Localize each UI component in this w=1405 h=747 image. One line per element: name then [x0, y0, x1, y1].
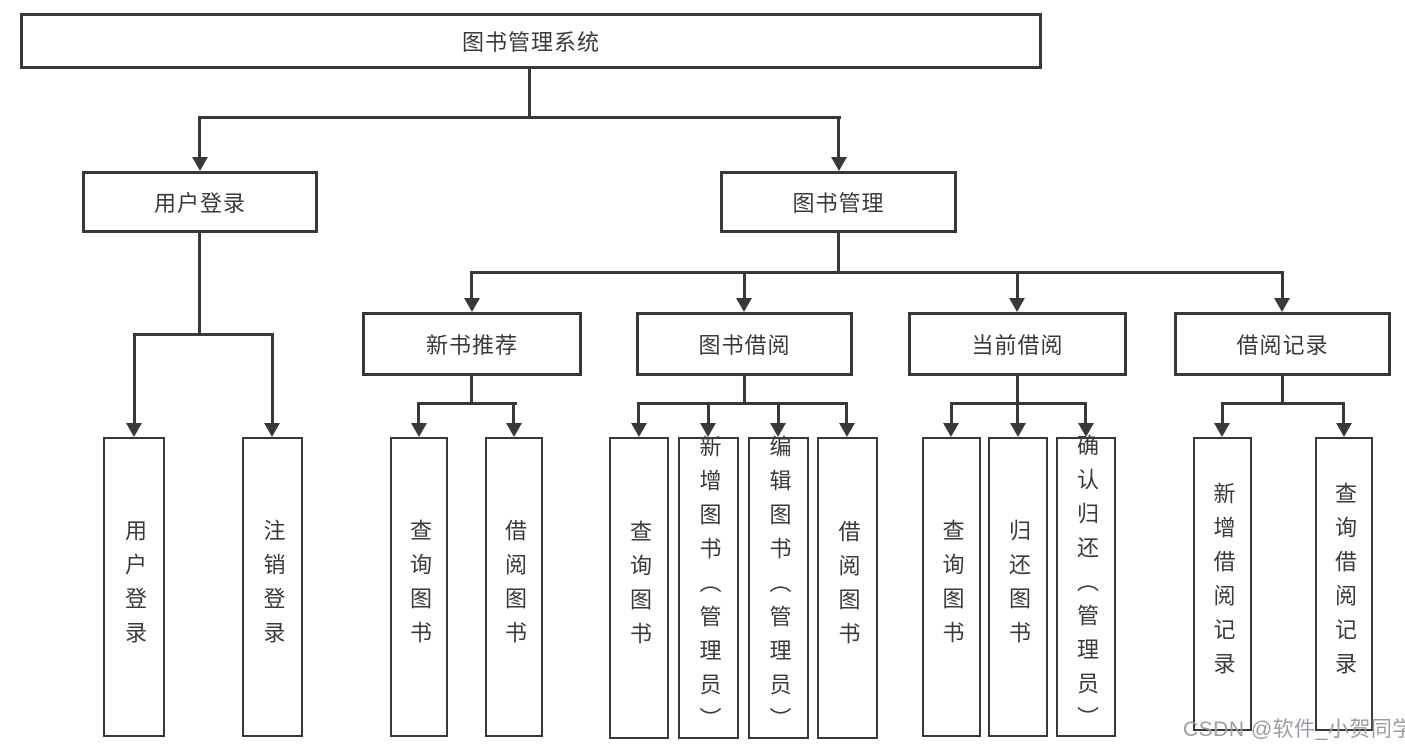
leaf-recommend-query-books-label: 查询图书: [407, 519, 432, 655]
leaf-edit-books-admin: 编辑图书（管理员）: [748, 435, 809, 741]
leaf-user-login-label: 用户登录: [122, 519, 147, 655]
leaf-edit-books-admin-label: 编辑图书（管理员）: [766, 435, 792, 741]
connector-vline: [528, 69, 531, 118]
connector-vline: [837, 116, 840, 158]
leaf-current-query-books: 查询图书: [922, 437, 981, 737]
connector-hline: [470, 271, 1284, 274]
leaf-borrow-books-label: 借阅图书: [835, 520, 861, 656]
watermark: CSDN @软件_小贺同学: [1183, 718, 1405, 741]
connector-hline: [417, 402, 517, 405]
arrow-down-icon: [1336, 423, 1352, 437]
leaf-query-borrow-record: 查询借阅记录: [1315, 437, 1373, 731]
node-book-borrowing: 图书借阅: [636, 312, 853, 376]
connector-vline: [845, 402, 848, 423]
arrow-down-icon: [506, 423, 522, 437]
connector-vline: [743, 376, 746, 405]
connector-hline: [637, 402, 848, 405]
connector-vline: [837, 233, 840, 274]
connector-vline: [950, 402, 953, 423]
connector-vline: [470, 376, 473, 405]
node-user-login: 用户登录: [82, 171, 318, 233]
arrow-down-icon: [464, 298, 480, 312]
arrow-down-icon: [1078, 423, 1094, 437]
arrow-down-icon: [192, 157, 208, 171]
leaf-add-borrow-record: 新增借阅记录: [1193, 437, 1252, 731]
leaf-confirm-return-admin: 确认归还（管理员）: [1056, 434, 1116, 740]
leaf-return-books: 归还图书: [988, 437, 1048, 737]
arrow-down-icon: [1009, 298, 1025, 312]
leaf-add-books-admin: 新增图书（管理员）: [678, 435, 739, 741]
leaf-logout: 注销登录: [242, 437, 303, 737]
leaf-current-query-books-label: 查询图书: [939, 519, 965, 655]
connector-vline: [707, 402, 710, 423]
arrow-down-icon: [736, 298, 752, 312]
arrow-down-icon: [943, 423, 959, 437]
arrow-down-icon: [831, 157, 847, 171]
connector-vline: [1342, 402, 1345, 423]
connector-vline: [777, 402, 780, 423]
connector-vline: [133, 333, 136, 423]
connector-vline: [512, 402, 515, 423]
connector-vline: [417, 402, 420, 423]
connector-vline: [1084, 402, 1087, 423]
arrow-down-icon: [264, 423, 280, 437]
connector-hline: [133, 333, 274, 336]
node-library-management-system: 图书管理系统: [20, 13, 1042, 69]
node-borrowing-records: 借阅记录: [1174, 312, 1391, 376]
leaf-borrow-books: 借阅图书: [817, 437, 878, 739]
leaf-user-login: 用户登录: [103, 437, 165, 737]
arrow-down-icon: [1274, 298, 1290, 312]
leaf-query-borrow-record-label: 查询借阅记录: [1332, 482, 1357, 686]
connector-hline: [1221, 402, 1345, 405]
connector-vline: [743, 271, 746, 298]
connector-vline: [1016, 271, 1019, 298]
connector-vline: [1016, 402, 1019, 423]
node-current-borrowing: 当前借阅: [908, 312, 1127, 376]
leaf-add-borrow-record-label: 新增借阅记录: [1210, 482, 1236, 686]
arrow-down-icon: [839, 423, 855, 437]
leaf-borrowing-query-books-label: 查询图书: [627, 520, 652, 656]
arrow-down-icon: [1214, 423, 1230, 437]
leaf-recommend-borrow-books-label: 借阅图书: [502, 519, 527, 655]
connector-vline: [637, 402, 640, 423]
leaf-logout-label: 注销登录: [260, 519, 286, 655]
arrow-down-icon: [1010, 423, 1026, 437]
arrow-down-icon: [700, 423, 716, 437]
arrow-down-icon: [411, 423, 427, 437]
arrow-down-icon: [631, 423, 647, 437]
arrow-down-icon: [126, 423, 142, 437]
leaf-borrowing-query-books: 查询图书: [609, 437, 669, 739]
connector-vline: [271, 333, 274, 423]
connector-vline: [198, 233, 201, 336]
node-book-management: 图书管理: [720, 171, 957, 233]
leaf-add-books-admin-label: 新增图书（管理员）: [696, 435, 722, 741]
connector-vline: [470, 271, 473, 298]
connector-vline: [1281, 376, 1284, 405]
connector-vline: [1221, 402, 1224, 423]
leaf-return-books-label: 归还图书: [1006, 519, 1031, 655]
leaf-confirm-return-admin-label: 确认归还（管理员）: [1074, 434, 1099, 740]
arrow-down-icon: [770, 423, 786, 437]
node-new-book-recommend: 新书推荐: [362, 312, 582, 376]
connector-vline: [198, 116, 201, 158]
connector-vline: [1016, 376, 1019, 405]
connector-vline: [1281, 271, 1284, 298]
leaf-recommend-borrow-books: 借阅图书: [485, 437, 543, 737]
connector-hline: [198, 116, 841, 119]
leaf-recommend-query-books: 查询图书: [390, 437, 448, 737]
